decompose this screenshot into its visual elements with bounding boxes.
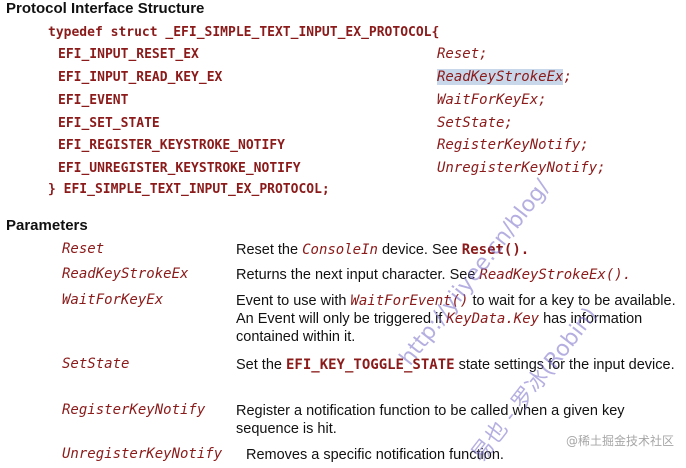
- param-name-setstate: SetState: [62, 356, 130, 372]
- struct-type-3: EFI_EVENT: [58, 93, 129, 108]
- struct-member-2-highlight: ReadKeyStrokeEx: [437, 69, 564, 85]
- struct-member-6: UnregisterKeyNotify;: [437, 160, 606, 176]
- struct-type-1: EFI_INPUT_RESET_EX: [58, 47, 199, 62]
- param-desc-setstate: Set the EFI_KEY_TOGGLE_STATE state setti…: [236, 357, 675, 373]
- struct-open-line: typedef struct _EFI_SIMPLE_TEXT_INPUT_EX…: [48, 25, 440, 40]
- section-title-parameters: Parameters: [6, 217, 88, 234]
- struct-type-4: EFI_SET_STATE: [58, 116, 160, 131]
- struct-type-2: EFI_INPUT_READ_KEY_EX: [58, 70, 223, 85]
- param-name-readkeystrokeex: ReadKeyStrokeEx: [62, 266, 189, 282]
- footer-watermark: @稀土掘金技术社区: [565, 434, 674, 448]
- param-name-waitforkeyex: WaitForKeyEx: [62, 292, 164, 308]
- param-name-registerkeynotify: RegisterKeyNotify: [62, 402, 206, 418]
- param-desc-readkeystrokeex: Returns the next input character. See Re…: [236, 267, 632, 283]
- param-desc-waitforkeyex: Event to use with WaitForEvent() to wait…: [236, 293, 676, 345]
- struct-type-5: EFI_REGISTER_KEYSTROKE_NOTIFY: [58, 138, 285, 153]
- param-name-reset: Reset: [62, 241, 105, 257]
- param-desc-unregisterkeynotify: Removes a specific notification function…: [246, 447, 504, 463]
- param-desc-reset: Reset the ConsoleIn device. See Reset().: [236, 242, 530, 258]
- struct-member-2: ReadKeyStrokeEx;: [437, 69, 572, 85]
- section-title-protocol-interface: Protocol Interface Structure: [6, 0, 205, 17]
- struct-type-6: EFI_UNREGISTER_KEYSTROKE_NOTIFY: [58, 161, 301, 176]
- param-name-unregisterkeynotify: UnregisterKeyNotify: [62, 446, 223, 462]
- struct-member-5: RegisterKeyNotify;: [437, 137, 589, 153]
- struct-close-line: } EFI_SIMPLE_TEXT_INPUT_EX_PROTOCOL;: [48, 182, 330, 197]
- struct-member-1: Reset;: [437, 46, 488, 62]
- param-desc-registerkeynotify: Register a notification function to be c…: [236, 403, 625, 437]
- struct-member-3: WaitForKeyEx;: [437, 92, 547, 108]
- struct-member-4: SetState;: [437, 115, 513, 131]
